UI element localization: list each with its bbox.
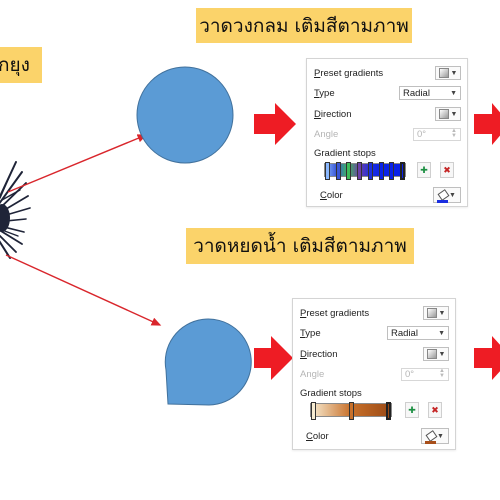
direction-label: Direction <box>300 348 338 360</box>
preset-gradients-row: Preset gradients ▼ <box>314 65 461 81</box>
direction-dropdown[interactable]: ▼ <box>435 107 461 121</box>
preset-gradients-label: Preset gradients <box>300 307 370 319</box>
circle-shape <box>136 66 234 164</box>
direction-row: Direction ▼ <box>314 106 461 122</box>
banner-teardrop-text: วาดหยดน้ำ เติมสีตามภาพ <box>193 235 407 257</box>
banner-circle-text: วาดวงกลม เติมสีตามภาพ <box>199 14 409 37</box>
gradient-stop-handle[interactable] <box>400 162 405 180</box>
angle-label: Angle <box>314 128 339 140</box>
remove-gradient-stop-button[interactable]: ✖ <box>440 162 454 178</box>
gradient-stop-handle[interactable] <box>386 402 391 420</box>
banner-teardrop-instruction: วาดหยดน้ำ เติมสีตามภาพ <box>186 228 414 264</box>
gradient-stop-handle[interactable] <box>357 162 362 180</box>
direction-label: Direction <box>314 108 352 120</box>
arrow-right-2 <box>474 103 500 145</box>
spinner-arrows-icon: ▲▼ <box>451 128 457 139</box>
color-picker-button[interactable]: ▼ <box>421 428 449 444</box>
direction-row: Direction ▼ <box>300 346 449 362</box>
angle-row: Angle 0° ▲▼ <box>300 366 449 382</box>
gradient-stops-bar[interactable] <box>310 402 392 420</box>
type-row: Type Radial ▼ <box>300 325 449 341</box>
preset-gradients-dropdown[interactable]: ▼ <box>435 66 461 80</box>
angle-label: Angle <box>300 368 325 380</box>
banner-left-label: กยุง <box>0 47 42 83</box>
gradient-stops-label: Gradient stops <box>300 387 362 399</box>
gradient-stop-handle[interactable] <box>389 162 394 180</box>
gradient-swatch-icon <box>426 308 437 318</box>
angle-row: Angle 0° ▲▼ <box>314 126 461 142</box>
gradient-stop-handle[interactable] <box>336 162 341 180</box>
remove-stop-icon: ✖ <box>431 404 439 415</box>
gradient-stop-handle[interactable] <box>346 162 351 180</box>
chevron-down-icon: ▼ <box>438 329 445 337</box>
remove-gradient-stop-button[interactable]: ✖ <box>428 402 442 418</box>
angle-spinner[interactable]: 0° ▲▼ <box>413 127 461 141</box>
direction-swatch-icon <box>438 109 449 119</box>
chevron-down-icon: ▼ <box>438 350 446 358</box>
gradient-panel-teardrop: Preset gradients ▼ Type Radial ▼ Directio… <box>292 298 456 450</box>
add-stop-icon: ✚ <box>420 164 428 175</box>
spiky-figure <box>0 161 31 259</box>
arrow-right-4 <box>474 336 500 380</box>
teardrop-shape <box>164 318 252 406</box>
type-label: Type <box>314 87 335 99</box>
add-gradient-stop-button[interactable]: ✚ <box>417 162 431 178</box>
color-label: Color <box>306 430 329 442</box>
paint-bucket-icon <box>437 188 450 203</box>
gradient-stop-handle[interactable] <box>368 162 373 180</box>
chevron-down-icon: ▼ <box>450 110 458 118</box>
type-select[interactable]: Radial ▼ <box>399 86 461 100</box>
angle-value: 0° <box>405 368 415 380</box>
type-select-value: Radial <box>403 87 430 99</box>
angle-value: 0° <box>417 128 427 140</box>
gradient-stops-label: Gradient stops <box>314 147 376 159</box>
color-row: Color ▼ <box>314 187 461 203</box>
type-select-value: Radial <box>391 327 418 339</box>
gradient-stop-handle[interactable] <box>325 162 330 180</box>
gradient-stop-handle[interactable] <box>311 402 316 420</box>
angle-spinner[interactable]: 0° ▲▼ <box>401 367 449 381</box>
chevron-down-icon: ▼ <box>438 309 446 317</box>
color-label: Color <box>320 189 343 201</box>
direction-swatch-icon <box>426 349 437 359</box>
connector-to-circle <box>7 134 148 193</box>
direction-dropdown[interactable]: ▼ <box>423 347 449 361</box>
color-picker-button[interactable]: ▼ <box>433 187 461 203</box>
gradient-stops-row: Gradient stops <box>314 145 461 161</box>
remove-stop-icon: ✖ <box>443 164 451 175</box>
arrow-right-3 <box>254 336 293 380</box>
banner-left-text: กยุง <box>0 54 30 76</box>
type-select[interactable]: Radial ▼ <box>387 326 449 340</box>
arrow-right-1 <box>254 103 296 145</box>
gradient-stops-row: Gradient stops <box>300 385 449 401</box>
add-gradient-stop-button[interactable]: ✚ <box>405 402 419 418</box>
color-row: Color ▼ <box>300 428 449 444</box>
gradient-stop-handle[interactable] <box>379 162 384 180</box>
preset-gradients-dropdown[interactable]: ▼ <box>423 306 449 320</box>
chevron-down-icon: ▼ <box>450 69 458 77</box>
spinner-arrows-icon: ▲▼ <box>439 368 445 379</box>
banner-circle-instruction: วาดวงกลม เติมสีตามภาพ <box>196 8 412 43</box>
chevron-down-icon: ▼ <box>437 432 444 440</box>
gradient-stop-handle[interactable] <box>349 402 354 420</box>
gradient-swatch-icon <box>438 68 449 78</box>
preset-gradients-label: Preset gradients <box>314 67 384 79</box>
type-row: Type Radial ▼ <box>314 85 461 101</box>
gradient-stops-bar[interactable] <box>324 162 406 180</box>
chevron-down-icon: ▼ <box>450 89 457 97</box>
chevron-down-icon: ▼ <box>449 191 456 199</box>
type-label: Type <box>300 327 321 339</box>
gradient-panel-circle: Preset gradients ▼ Type Radial ▼ Directio… <box>306 58 468 207</box>
preset-gradients-row: Preset gradients ▼ <box>300 305 449 321</box>
add-stop-icon: ✚ <box>408 404 416 415</box>
connector-to-teardrop <box>5 254 162 326</box>
paint-bucket-icon <box>425 429 438 444</box>
